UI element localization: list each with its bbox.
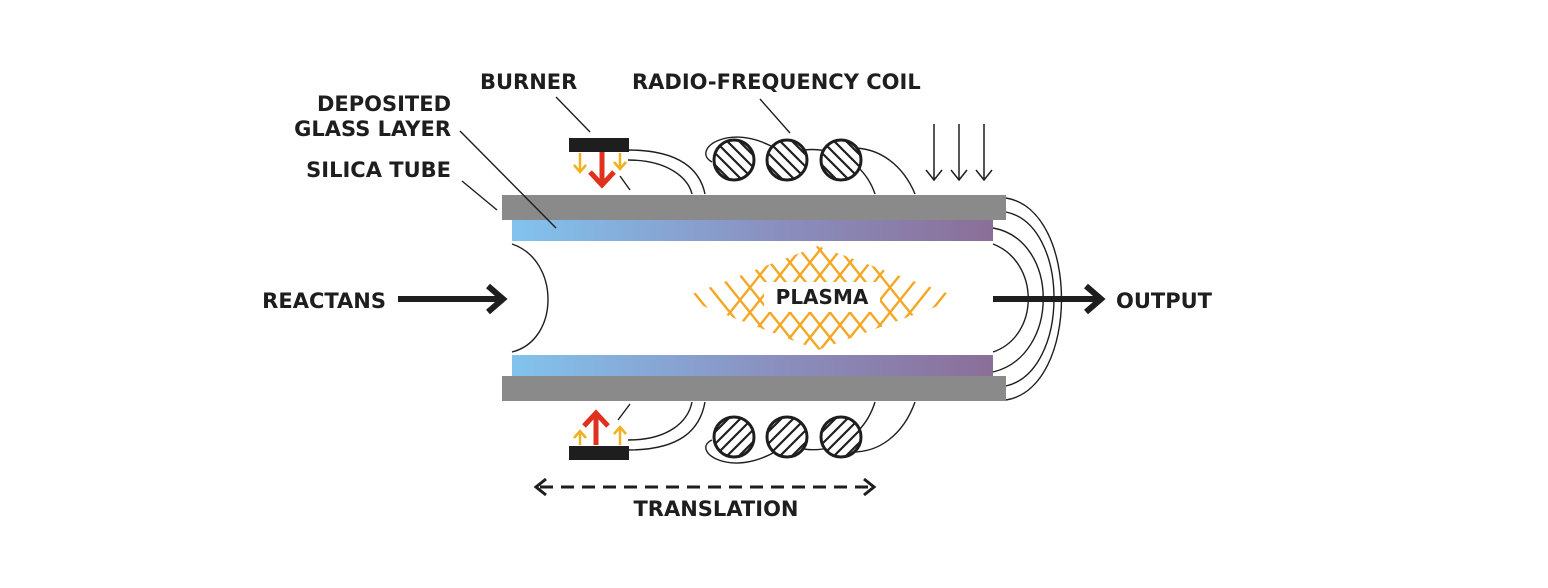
coil-turn-icon (819, 415, 863, 459)
plasma-label-box (764, 282, 880, 312)
coil-turn-icon (712, 138, 756, 182)
inlet-gas-front (511, 243, 549, 353)
down-arrows-icon (925, 124, 993, 182)
deposited-glass-layer-bottom (512, 355, 993, 376)
rf-coil-label: RADIO-FREQUENCY COIL (632, 70, 921, 94)
coil-turn-icon (765, 138, 809, 182)
silica-tube-bottom-wall (502, 376, 1006, 401)
burner-top (569, 138, 629, 152)
deposited-label-line1: DEPOSITED (317, 92, 451, 116)
flame-arrows-bottom-icon (573, 409, 627, 445)
silica-tube-top-wall (502, 195, 1006, 220)
translation-arrow-icon (533, 477, 877, 497)
output-arrow-icon (993, 283, 1106, 315)
output-label: OUTPUT (1116, 289, 1213, 313)
translation-label: TRANSLATION (633, 497, 798, 521)
burner-stroke-bottom (617, 403, 631, 421)
coil-turn-icon (765, 415, 809, 459)
rf-coil-bottom (712, 415, 863, 459)
flame-arrows-top-icon (573, 152, 627, 189)
silica-tube-label: SILICA TUBE (306, 158, 451, 182)
deposited-glass-layer-top (512, 220, 993, 241)
burner-stroke-top (619, 175, 631, 191)
deposited-label-line2: GLASS LAYER (294, 117, 451, 141)
coil-turn-icon (819, 138, 863, 182)
burner-label: BURNER (480, 70, 577, 94)
reactans-label: REACTANS (262, 289, 386, 313)
reactans-arrow-icon (398, 283, 508, 315)
plasma-label: PLASMA (776, 285, 869, 309)
burner-bottom (569, 446, 629, 460)
leader-lines (459, 96, 791, 229)
rf-coil-top (712, 138, 863, 182)
